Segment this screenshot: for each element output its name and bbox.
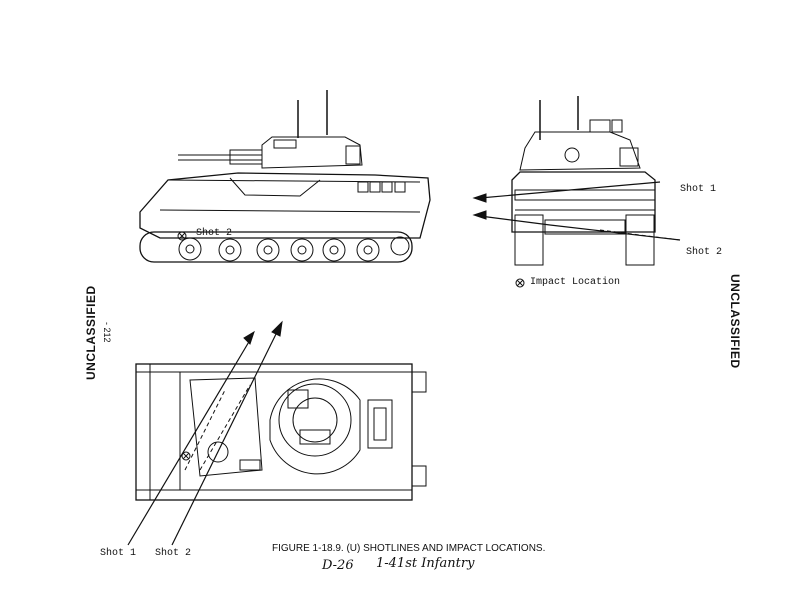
handwritten-doc-id: D-26 xyxy=(322,558,354,573)
handwritten-unit: 1-41st Infantry xyxy=(376,556,475,571)
side-view xyxy=(139,90,431,263)
shot-2-side-label: Shot 2 xyxy=(196,228,233,239)
shot-2-top-label: Shot 2 xyxy=(155,548,192,559)
front-view xyxy=(472,96,681,288)
page-number: - 212 xyxy=(102,322,112,343)
shot-1-top-label: Shot 1 xyxy=(100,548,137,559)
classification-left: UNCLASSIFIED xyxy=(84,285,98,380)
impact-location-legend: Impact Location xyxy=(530,277,621,288)
shot-2-front-label: Shot 2 xyxy=(686,247,723,258)
shot-1-front-label: Shot 1 xyxy=(680,184,717,195)
classification-right: UNCLASSIFIED xyxy=(728,274,742,369)
top-view xyxy=(127,320,427,546)
figure-caption: FIGURE 1-18.9. (U) SHOTLINES AND IMPACT … xyxy=(272,543,546,554)
